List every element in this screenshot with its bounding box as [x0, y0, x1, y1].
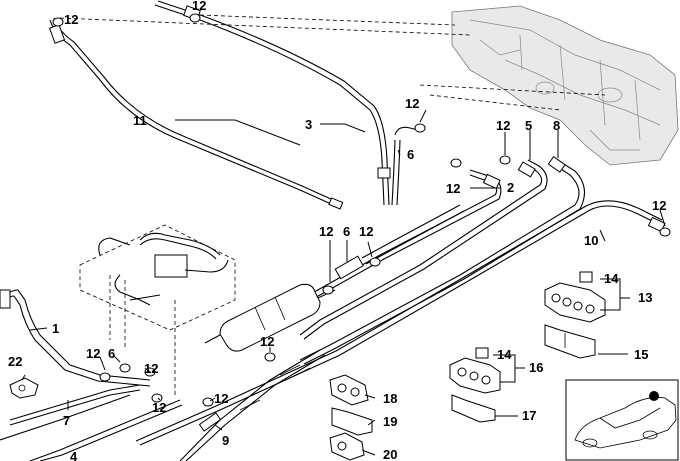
- callout-15: 15: [634, 347, 648, 362]
- callout-6: 6: [108, 346, 115, 361]
- callout-6: 6: [343, 224, 350, 239]
- reference-line: [59, 17, 471, 36]
- clip-holder-16: [449, 347, 501, 394]
- callout-17: 17: [522, 408, 536, 423]
- reference-line: [199, 14, 456, 26]
- valve-assembly: [79, 224, 236, 395]
- reference-line: [429, 94, 561, 111]
- fuel-line-9: [179, 349, 326, 461]
- callout-12: 12: [260, 334, 274, 349]
- fuel-filter: [204, 283, 336, 352]
- callout-3: 3: [305, 117, 312, 132]
- callout-14: 14: [497, 347, 512, 362]
- hose-6-center: [334, 204, 465, 280]
- fuel-line-3: [154, 0, 391, 206]
- fuel-line-7: [0, 384, 141, 441]
- callout-12: 12: [152, 400, 166, 415]
- clip-18: [329, 374, 369, 406]
- fuel-line-bundle: [135, 156, 666, 446]
- callout-12: 12: [192, 0, 206, 13]
- fuel-line-4: [29, 399, 183, 461]
- callout-14: 14: [604, 271, 619, 286]
- callout-12: 12: [359, 224, 373, 239]
- callout-12: 12: [405, 96, 419, 111]
- callout-12: 12: [64, 12, 78, 27]
- vehicle-location-inset: [565, 379, 679, 461]
- clip-20: [329, 432, 365, 461]
- callout-18: 18: [383, 391, 397, 406]
- reference-line: [419, 84, 606, 96]
- fuel-line-1: [0, 289, 151, 387]
- callout-2: 2: [507, 180, 514, 195]
- callout-labels: 12 12 11 3 12 6 12 5 8 12 2 12 10 12 6 1…: [8, 0, 666, 461]
- hose-clamps-12: [52, 13, 671, 407]
- fuel-line-11: [48, 17, 344, 210]
- callout-9: 9: [222, 433, 229, 448]
- fuel-tank-illustration: [451, 5, 679, 166]
- callout-16: 16: [529, 360, 543, 375]
- callout-1: 1: [52, 321, 59, 336]
- clip-19: [331, 407, 373, 436]
- clip-holder-17: [451, 394, 496, 423]
- callout-5: 5: [525, 118, 532, 133]
- callout-13: 13: [638, 290, 652, 305]
- callout-7: 7: [63, 413, 70, 428]
- callout-19: 19: [383, 414, 397, 429]
- callout-4: 4: [70, 449, 78, 461]
- callout-12: 12: [144, 361, 158, 376]
- callout-10: 10: [584, 233, 598, 248]
- callout-12: 12: [214, 391, 228, 406]
- callout-12: 12: [496, 118, 510, 133]
- callout-20: 20: [383, 447, 397, 461]
- fuel-tank-location-marker: [649, 391, 659, 401]
- fuel-line-6-upper: [391, 126, 419, 206]
- callout-22: 22: [8, 354, 22, 369]
- callout-6: 6: [407, 147, 414, 162]
- callout-11: 11: [133, 113, 147, 128]
- callout-12: 12: [319, 224, 333, 239]
- callout-12: 12: [86, 346, 100, 361]
- callout-8: 8: [553, 118, 560, 133]
- callout-12: 12: [652, 198, 666, 213]
- leader-lines: [21, 109, 666, 456]
- clamp-22: [9, 377, 39, 399]
- callout-12: 12: [446, 181, 460, 196]
- clip-holder-13: [544, 271, 606, 323]
- clip-holder-15: [544, 324, 596, 359]
